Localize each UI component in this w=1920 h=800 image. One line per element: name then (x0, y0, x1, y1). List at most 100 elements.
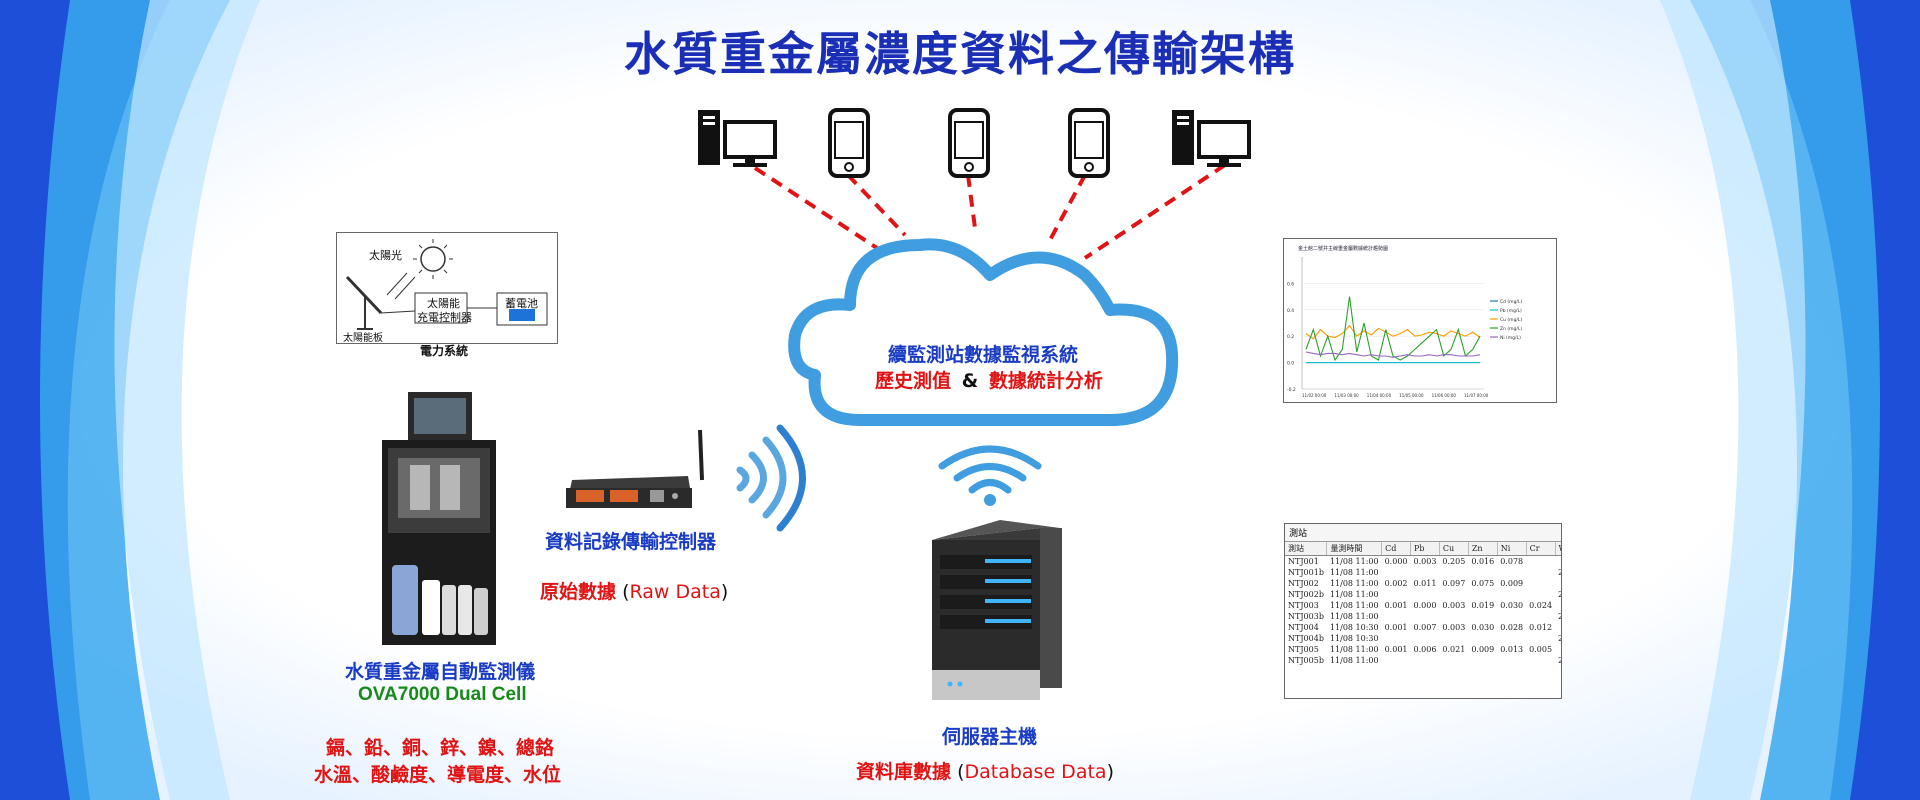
table-cell: 0.003 (1442, 623, 1466, 632)
table-cell (1555, 556, 1561, 568)
table-cell (1411, 633, 1440, 644)
table-header-cell[interactable]: Ni (1497, 542, 1527, 556)
table-cell: NTJ005b (1288, 656, 1324, 665)
table-cell: 0.003 (1413, 557, 1437, 566)
table-cell (1411, 655, 1440, 666)
table-cell: 11/08 11:00 (1329, 612, 1379, 621)
table-header-cell[interactable]: 測站 (1285, 542, 1328, 556)
table-cell: 0.006 (1413, 645, 1437, 654)
table-cell: 25.03 (1555, 655, 1561, 666)
chart-x-tick-label: 11/04 00:00 (1367, 393, 1392, 398)
smartphone-icon-2 (948, 108, 990, 178)
table-cell: 0.097 (1442, 579, 1466, 588)
table-header-cell[interactable]: 量測時間 (1326, 542, 1383, 556)
table-header-cell[interactable]: Cd (1381, 542, 1411, 556)
table-cell: NTJ004b (1288, 634, 1324, 643)
table-cell (1526, 567, 1555, 578)
table-cell: 0.030 (1471, 623, 1495, 632)
desktop-computer-icon-left (698, 110, 777, 167)
table-cell (1411, 611, 1440, 622)
table-cell (1526, 633, 1555, 644)
table-cell: NTJ001 (1288, 557, 1319, 566)
chart-legend-label: Ni (mg/L) (1500, 335, 1521, 341)
table-cell: 11/08 11:00 (1329, 590, 1379, 599)
table-cell (1526, 611, 1555, 622)
table-cell: 0.013 (1500, 645, 1524, 654)
power-system-panel: 太陽光 太陽能板 太陽能 充電控制器 蓄電池 (336, 232, 558, 344)
cloud-icon (788, 238, 1179, 426)
table-cell: 0.001 (1384, 645, 1408, 654)
table-cell: 0.009 (1471, 645, 1495, 654)
chart-y-tick-label: 0.4 (1287, 308, 1294, 314)
table-cell (1439, 567, 1468, 578)
table-cell (1411, 589, 1440, 600)
smartphone-icon-3 (1068, 108, 1110, 178)
server-label: 伺服器主機 (942, 726, 1038, 748)
table-cell (1468, 567, 1497, 578)
table-tab[interactable]: 測站 (1285, 524, 1561, 542)
table-header-cell[interactable]: Cr (1526, 542, 1556, 556)
table-cell (1497, 655, 1526, 666)
table-cell: 0.030 (1500, 601, 1524, 610)
table-cell: 0.024 (1529, 601, 1553, 610)
charge-controller-label-1: 太陽能 (427, 297, 460, 310)
table-cell (1526, 589, 1555, 600)
table-header-cell[interactable]: Zn (1468, 542, 1498, 556)
wifi-signal-icon-logger (736, 424, 806, 532)
table-cell: 23.35 (1555, 589, 1561, 600)
table-cell: 0.019 (1471, 601, 1495, 610)
table-cell (1439, 589, 1468, 600)
table-cell (1497, 567, 1526, 578)
table-cell: 11/08 11:00 (1329, 568, 1379, 577)
table-cell (1468, 589, 1497, 600)
statistics-label: 數據統計分析 (988, 370, 1103, 392)
table-cell (1555, 622, 1561, 633)
table-header-cell[interactable]: Pb (1410, 542, 1440, 556)
table-cell: 0.000 (1413, 601, 1437, 610)
table-cell: 11/08 11:00 (1329, 557, 1379, 566)
chart-legend-label: Cu (mg/L) (1500, 317, 1522, 323)
table-cell (1526, 578, 1555, 589)
table-cell (1382, 589, 1411, 600)
table-cell: 26.20 (1555, 567, 1561, 578)
server-icon (932, 520, 1062, 700)
table-header-cell[interactable]: Cu (1439, 542, 1469, 556)
table-cell (1497, 611, 1526, 622)
table-cell (1439, 633, 1468, 644)
table-cell: 0.007 (1413, 623, 1437, 632)
solar-panel-label: 太陽能板 (343, 333, 383, 344)
logger-label: 資料記錄傳輸控制器 (545, 531, 717, 553)
chart-x-tick-label: 11/07 00:00 (1464, 393, 1489, 398)
chart-legend-label: Pb (mg/L) (1500, 308, 1522, 314)
wifi-signal-icon-server (938, 445, 1042, 506)
table-cell: 0.005 (1529, 645, 1553, 654)
table-cell: NTJ005 (1288, 645, 1319, 654)
power-system-schematic (345, 239, 548, 330)
chart-y-tick-label: 0.0 (1287, 361, 1294, 367)
table-cell (1382, 655, 1411, 666)
table-cell (1526, 556, 1555, 568)
table-cell: 0.003 (1442, 601, 1466, 610)
table-cell (1468, 633, 1497, 644)
table-header-cell[interactable]: WTemp (1555, 542, 1561, 556)
table-cell: 11/08 11:00 (1329, 579, 1379, 588)
table-cell: NTJ002 (1288, 579, 1319, 588)
table-cell: 11/08 11:00 (1329, 656, 1379, 665)
table-cell: NTJ002b (1288, 590, 1324, 599)
table-cell: 23.61 (1555, 633, 1561, 644)
page-title: 水質重金屬濃度資料之傳輸架構 (624, 27, 1296, 81)
table-cell: 0.002 (1384, 579, 1408, 588)
table-cell (1468, 655, 1497, 666)
table-cell: NTJ003b (1288, 612, 1324, 621)
